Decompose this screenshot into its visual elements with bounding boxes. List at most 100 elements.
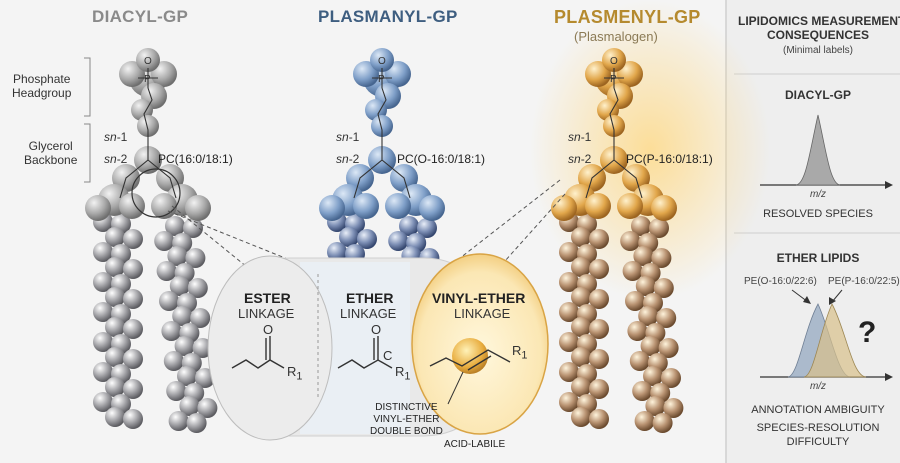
tail-atom: [93, 392, 113, 412]
vinyl-structure: [429, 338, 511, 405]
label-pe-o: PE(O-16:0/22:6): [744, 276, 817, 287]
glycerol-atom: [185, 195, 211, 221]
tail-atom: [631, 216, 651, 236]
glycerol-atom: [353, 193, 379, 219]
tail-atom: [571, 227, 591, 247]
tail-atom: [327, 242, 347, 262]
glycerol-atom: [385, 193, 411, 219]
tail-atom: [339, 227, 359, 247]
vinyl-subtitle: LINKAGE: [454, 306, 511, 321]
tail-atom: [559, 242, 579, 262]
sn1-label-plasmenyl: sn-1: [568, 130, 592, 144]
tail-atom: [571, 317, 591, 337]
sn1-label-diacyl: sn-1: [104, 130, 128, 144]
tail-atom: [559, 362, 579, 382]
ether-r1: R1: [395, 364, 411, 383]
tail-atom: [559, 272, 579, 292]
annotation-ambiguity: ANNOTATION AMBIGUITY: [751, 404, 885, 416]
headgroup-atom: [119, 61, 145, 87]
tail-atom: [186, 413, 207, 433]
tail-atom: [123, 229, 143, 249]
tail-atom: [156, 261, 177, 281]
tail-atom: [589, 289, 609, 309]
tail-atom: [417, 218, 437, 238]
tail-atom: [93, 362, 113, 382]
tail-atom: [627, 321, 648, 341]
tail-atom: [658, 338, 679, 358]
headgroup-atom: [151, 61, 177, 87]
tail-atom: [653, 278, 674, 298]
oxygen-symbol: O: [610, 56, 618, 67]
tail-atom: [589, 379, 609, 399]
glycerol-atom: [119, 193, 145, 219]
headgroup-atom: [136, 48, 160, 72]
tail-atom: [174, 336, 195, 356]
headgroup-atom: [585, 61, 611, 87]
vinyl-title: VINYL-ETHER: [432, 290, 526, 306]
tail-atom: [159, 291, 179, 311]
tail-atom: [177, 366, 197, 386]
sn2-label-plasmenyl: sn-2: [568, 152, 592, 166]
tail-atom: [154, 231, 175, 251]
ester-r1: R1: [287, 364, 303, 383]
species-diacyl: PC(16:0/18:1): [158, 152, 233, 166]
tail-atom: [651, 248, 672, 268]
vinyl-r1: R1: [512, 343, 528, 362]
tail-atom: [622, 261, 643, 281]
tail-atom: [93, 272, 113, 292]
headgroup-atom: [371, 115, 393, 137]
panel-background: [726, 0, 900, 463]
species-plasmanyl: PC(O-16:0/18:1): [397, 152, 486, 166]
tail-atom: [105, 287, 125, 307]
headgroup-atom: [602, 48, 626, 72]
tail-atom: [105, 377, 125, 397]
tail-atom: [652, 413, 673, 433]
tail-atom: [168, 411, 189, 431]
panel-ether-head: ETHER LIPIDS: [776, 251, 860, 265]
tail-atom: [190, 308, 211, 328]
tail-atom: [632, 381, 653, 401]
diacyl-peak: [795, 114, 841, 186]
tail-atom: [640, 336, 661, 356]
headgroup-atom: [137, 115, 159, 137]
tail-atom: [645, 396, 666, 416]
panel-diacyl-head: DIACYL-GP: [785, 88, 851, 102]
distinctive-callout: DISTINCTIVE VINYL-ETHER DOUBLE BOND: [370, 402, 443, 437]
tail-atom: [166, 381, 187, 401]
tail-atom: [123, 289, 143, 309]
tail-atom: [165, 216, 185, 236]
sn1-label-plasmanyl: sn-1: [336, 130, 360, 144]
subtitle-plasmalogen: (Plasmalogen): [574, 29, 658, 44]
title-plasmanyl: PLASMANYL-GP: [318, 7, 458, 26]
headgroup-atom: [370, 48, 394, 72]
linkage-box: [207, 253, 549, 441]
tail-atom: [388, 231, 409, 251]
tail-atom: [663, 398, 684, 418]
ether-structure: [337, 336, 393, 369]
tail-atom: [123, 349, 143, 369]
glycerol-atom: [617, 193, 643, 219]
oxygen-symbol: O: [378, 56, 386, 67]
title-plasmenyl: PLASMENYL-GP: [554, 7, 701, 27]
tail-atom: [167, 246, 188, 266]
headgroup-atom: [353, 61, 379, 87]
glycerol-atom: [585, 193, 611, 219]
glycerol-atom: [651, 195, 677, 221]
ether-title: ETHER: [346, 290, 394, 306]
tail-atom: [661, 368, 681, 388]
zoom-circle: [131, 168, 181, 218]
tail-atom: [620, 231, 641, 251]
headgroup-atom: [617, 61, 643, 87]
ether-top-o: O: [371, 322, 382, 337]
tail-atom: [93, 242, 113, 262]
plasmanyl-molecule: PO: [319, 48, 445, 268]
tail-atom: [105, 317, 125, 337]
tail-atom: [169, 276, 190, 296]
tail-atom: [93, 332, 113, 352]
tail-atom: [197, 398, 218, 418]
tail-atom: [589, 229, 609, 249]
tail-atom: [571, 347, 591, 367]
